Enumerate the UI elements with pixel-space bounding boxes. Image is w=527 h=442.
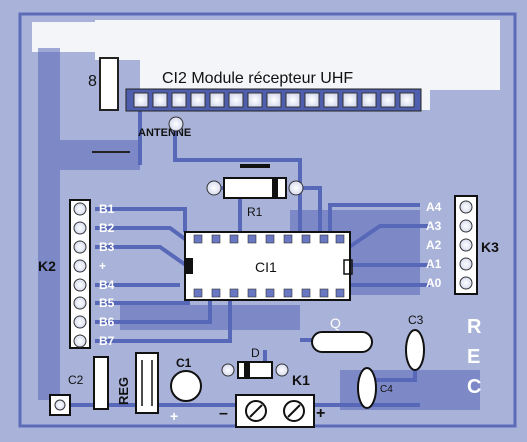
svg-text:C: C [467, 376, 481, 398]
r1-pad-left [206, 180, 222, 196]
jumper-component [99, 57, 119, 111]
k1-plus: + [316, 405, 325, 422]
capacitor-c1 [170, 370, 202, 402]
svg-text:+: + [99, 259, 106, 273]
svg-text:B7: B7 [99, 334, 115, 348]
ic-label: CI1 [255, 259, 277, 275]
svg-text:A3: A3 [426, 219, 442, 233]
svg-text:B1: B1 [99, 202, 115, 216]
resistor-r1-band [272, 178, 278, 198]
c3-label: C3 [408, 313, 424, 327]
rec-letters: R E C [467, 316, 482, 398]
antenna-pad [168, 116, 184, 132]
module-header-pads [133, 92, 415, 108]
k2-pin-labels: B1 B2 B3 + B4 B5 B6 B7 [99, 202, 115, 348]
svg-text:A4: A4 [426, 200, 442, 214]
antenna-label: ANTENNE [138, 127, 191, 139]
quartz-label: Q [330, 315, 341, 331]
svg-text:B3: B3 [99, 240, 115, 254]
k3-pads [459, 200, 473, 290]
diode-band [244, 362, 250, 378]
r1-label: R1 [247, 205, 263, 219]
module-label: CI2 Module récepteur UHF [162, 70, 353, 87]
ic-pins [193, 234, 345, 298]
k2-label: K2 [38, 258, 56, 274]
quartz-q [311, 331, 373, 353]
svg-text:B2: B2 [99, 221, 115, 235]
c4-label: C4 [380, 384, 393, 395]
diode-d [237, 361, 273, 379]
mounting-hole [54, 399, 66, 411]
svg-text:A0: A0 [426, 276, 442, 290]
ic-notch [185, 258, 193, 274]
ic-ci1-body [184, 231, 351, 301]
k1-minus: – [219, 405, 228, 422]
ic-mark [343, 259, 353, 275]
svg-text:E: E [467, 346, 480, 368]
k2-pads [73, 202, 87, 348]
regulator-label: REG [116, 377, 131, 405]
svg-text:B6: B6 [99, 315, 115, 329]
r1-pad-right [288, 180, 304, 196]
resistor-r1 [223, 177, 287, 199]
svg-text:A2: A2 [426, 238, 442, 252]
c2-label: C2 [68, 373, 84, 387]
c1-label: C1 [176, 356, 192, 370]
svg-text:B4: B4 [99, 278, 115, 292]
capacitor-c3 [405, 329, 425, 371]
connector-k2 [69, 199, 91, 349]
k3-label: K3 [481, 239, 499, 255]
diode-label: D [251, 346, 260, 360]
svg-text:A1: A1 [426, 257, 442, 271]
digit-mark: 8 [88, 73, 97, 90]
svg-text:R: R [467, 316, 482, 338]
capacitor-c4 [357, 367, 377, 409]
diode-pad-right [275, 363, 289, 377]
c1-plus: + [170, 408, 178, 424]
k1-label: K1 [292, 372, 310, 388]
k3-pin-labels: A4 A3 A2 A1 A0 [426, 200, 442, 290]
module-zone-corner [32, 22, 152, 52]
k1-screws [245, 400, 305, 422]
regulator [135, 352, 159, 414]
capacitor-c2 [93, 356, 109, 410]
svg-text:B5: B5 [99, 296, 115, 310]
diode-pad-left [221, 363, 235, 377]
